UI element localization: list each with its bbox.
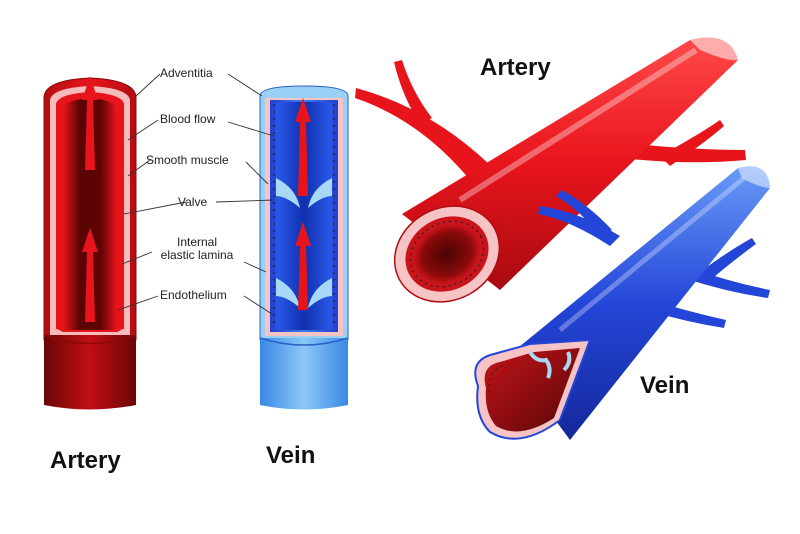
caption-artery-left: Artery — [50, 447, 121, 474]
caption-vein-left: Vein — [266, 442, 316, 469]
label-adventitia: Adventitia — [160, 66, 213, 80]
vein-valve — [276, 178, 332, 208]
label-valve: Valve — [178, 195, 208, 209]
blood-flow-arrow — [82, 228, 98, 322]
label-leader-lines — [117, 73, 275, 315]
blood-flow-arrow — [295, 222, 311, 310]
artery-3d-illustration — [355, 37, 746, 303]
caption-vein-right: Vein — [640, 372, 690, 399]
label-blood-flow: Blood flow — [160, 112, 216, 126]
artery-longitudinal-section — [43, 76, 137, 410]
label-internal-elastic-lamina: Internal elastic lamina — [150, 236, 244, 262]
label-internal-elastic-lamina-line1: Internal — [176, 235, 218, 249]
label-smooth-muscle: Smooth muscle — [146, 153, 229, 167]
blood-flow-arrow — [82, 76, 98, 170]
label-endothelium: Endothelium — [160, 288, 227, 302]
label-internal-elastic-lamina-line2: elastic lamina — [160, 248, 234, 262]
vein-valve — [276, 278, 332, 308]
vein-longitudinal-section — [259, 85, 349, 410]
caption-artery-right: Artery — [480, 54, 551, 81]
blood-flow-arrow — [295, 98, 311, 196]
vein-3d-illustration — [474, 166, 770, 440]
